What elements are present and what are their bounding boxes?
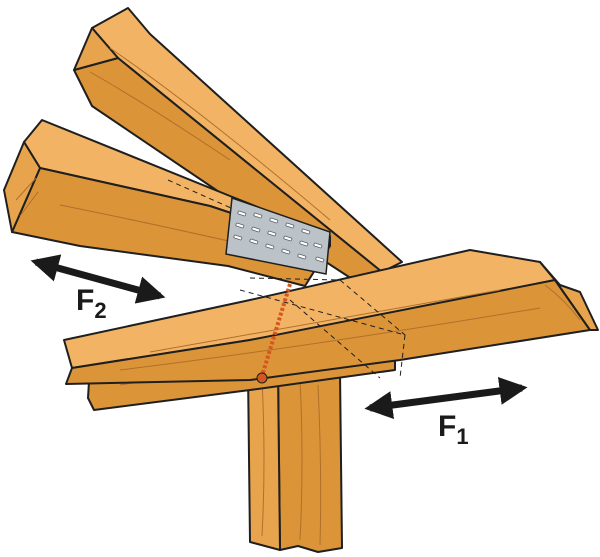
force-label-f1: F1	[438, 410, 469, 449]
truss-plate-teeth	[233, 210, 325, 263]
force-label-f2: F2	[76, 284, 107, 323]
hidden-lines	[167, 179, 406, 379]
vertical-post	[247, 371, 343, 553]
top-plate	[63, 249, 599, 385]
force-arrow-f2	[30, 254, 166, 304]
force-label-f1-main: F	[438, 410, 456, 443]
force-label-f2-sub: 2	[94, 298, 106, 323]
force-arrow-f1	[364, 377, 528, 419]
force-label-f1-sub: 1	[456, 424, 468, 449]
force-label-f2-main: F	[76, 284, 94, 317]
structural-screw	[256, 283, 292, 384]
truss-plate	[225, 196, 331, 275]
